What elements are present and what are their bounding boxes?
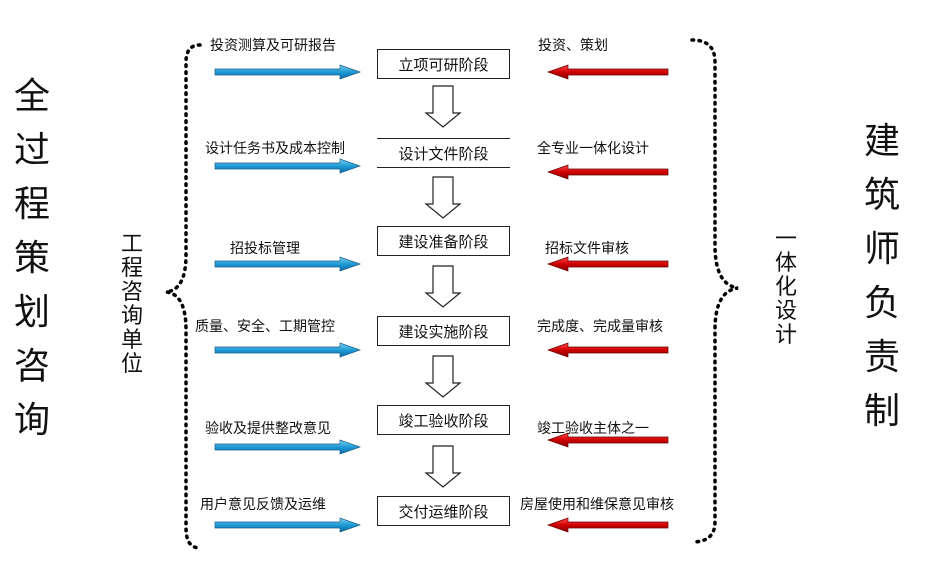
right-title-char: 师 bbox=[863, 229, 900, 270]
right-vlabel-char: 体 bbox=[774, 251, 797, 276]
left-title-char: 询 bbox=[13, 400, 50, 441]
stage-box-design-documents: 设计文件阶段 bbox=[377, 138, 510, 168]
right-title-char: 制 bbox=[863, 391, 900, 432]
left-title-char: 全 bbox=[13, 76, 50, 117]
left-vlabel-char: 单 bbox=[120, 328, 143, 353]
down-arrow bbox=[424, 445, 462, 488]
blue-arrow bbox=[214, 64, 362, 80]
stage-box-construction-implementation: 建设实施阶段 bbox=[377, 316, 510, 346]
left-title-char: 过 bbox=[13, 130, 50, 171]
red-arrow bbox=[546, 432, 669, 448]
left-vlabel-char: 咨 bbox=[120, 280, 143, 305]
blue-arrow bbox=[214, 439, 362, 455]
left-title-char: 划 bbox=[13, 292, 50, 333]
blue-arrow bbox=[214, 158, 362, 174]
right-title-char: 负 bbox=[863, 283, 900, 324]
left-title-char: 咨 bbox=[13, 346, 50, 387]
blue-arrow bbox=[214, 342, 362, 358]
right-vlabel-char: 化 bbox=[774, 275, 797, 300]
right-title-char: 责 bbox=[863, 337, 900, 378]
left-note: 质量、安全、工期管控 bbox=[195, 319, 335, 335]
left-note: 设计任务书及成本控制 bbox=[205, 141, 345, 157]
left-title-char: 策 bbox=[13, 238, 50, 279]
right-note: 投资、策划 bbox=[538, 38, 608, 54]
red-arrow bbox=[546, 342, 669, 358]
down-arrow bbox=[424, 265, 462, 308]
right-note: 竣工验收主体之一 bbox=[537, 421, 649, 437]
left-note: 验收及提供整改意见 bbox=[205, 421, 331, 437]
right-note: 全专业一体化设计 bbox=[537, 141, 649, 157]
left-vlabel-char: 工 bbox=[120, 232, 143, 257]
right-vlabel-char: 计 bbox=[774, 323, 797, 348]
down-arrow bbox=[424, 355, 462, 398]
stage-box-completion-acceptance: 竣工验收阶段 bbox=[377, 405, 510, 435]
red-arrow bbox=[546, 256, 669, 272]
right-note: 房屋使用和维保意见审核 bbox=[520, 497, 674, 513]
stage-box-project-approval: 立项可研阶段 bbox=[377, 49, 510, 79]
right-brace bbox=[690, 38, 739, 544]
stage-box-delivery-operation: 交付运维阶段 bbox=[377, 496, 510, 526]
left-note: 投资测算及可研报告 bbox=[210, 38, 336, 54]
left-note: 招投标管理 bbox=[230, 241, 300, 257]
right-note: 完成度、完成量审核 bbox=[537, 319, 663, 335]
stage-box-construction-preparation: 建设准备阶段 bbox=[377, 226, 510, 256]
left-side-title: 全 过 程 策 划 咨 询 bbox=[10, 70, 54, 448]
right-title-char: 建 bbox=[863, 121, 900, 162]
right-note: 招标文件审核 bbox=[545, 241, 629, 257]
right-vlabel-char: 设 bbox=[774, 299, 797, 324]
red-arrow bbox=[546, 517, 669, 533]
right-side-title: 建 筑 师 负 责 制 bbox=[860, 115, 904, 439]
left-vlabel-char: 位 bbox=[120, 352, 143, 377]
right-vertical-label: 一 体 化 设 计 bbox=[772, 228, 800, 348]
left-note: 用户意见反馈及运维 bbox=[200, 497, 326, 513]
left-vertical-label: 工 程 咨 询 单 位 bbox=[118, 233, 146, 377]
blue-arrow bbox=[214, 256, 362, 272]
left-vlabel-char: 询 bbox=[120, 304, 143, 329]
left-title-char: 程 bbox=[13, 184, 50, 225]
left-brace bbox=[165, 43, 202, 550]
right-vlabel-char: 一 bbox=[774, 227, 797, 252]
right-title-char: 筑 bbox=[863, 175, 900, 216]
red-arrow bbox=[546, 64, 669, 80]
blue-arrow bbox=[214, 517, 362, 533]
down-arrow bbox=[424, 176, 462, 219]
left-vlabel-char: 程 bbox=[120, 256, 143, 281]
red-arrow bbox=[546, 164, 669, 180]
down-arrow bbox=[424, 85, 462, 128]
